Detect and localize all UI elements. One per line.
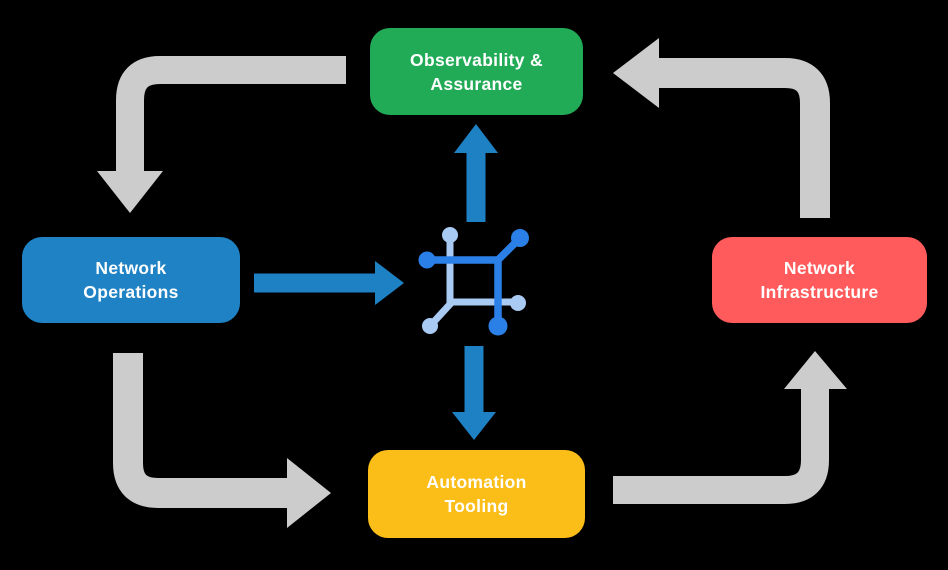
node-automation-tooling: Automation Tooling bbox=[368, 450, 585, 538]
node-label-line: Tooling bbox=[444, 496, 509, 516]
network-fabric-icon-dark-strokes bbox=[418, 229, 529, 336]
network-fabric-icon bbox=[418, 227, 529, 336]
arrow-center-to-observability bbox=[454, 124, 498, 222]
arrow-shaft bbox=[658, 58, 830, 218]
arrow-shaft bbox=[613, 389, 829, 504]
node-label-line: Network bbox=[95, 258, 167, 278]
arrow-head-right bbox=[287, 458, 331, 528]
arrow-shaft bbox=[113, 353, 288, 508]
arrow-operations-to-center bbox=[254, 261, 404, 305]
arrow-infrastructure-to-observability bbox=[613, 38, 830, 218]
arrow-head-down bbox=[452, 412, 496, 440]
node-label-line: Assurance bbox=[430, 73, 523, 94]
arrow-center-to-automation bbox=[452, 346, 496, 440]
arrow-head-left bbox=[613, 38, 659, 108]
network-fabric-icon-light-strokes bbox=[422, 227, 526, 334]
node-observability-assurance: Observability & Assurance bbox=[370, 28, 583, 115]
node-label-line: Network bbox=[783, 258, 856, 278]
node-network-infrastructure: Network Infrastructure bbox=[712, 237, 927, 323]
arrow-head-right bbox=[375, 261, 404, 305]
arrow-head-down bbox=[97, 171, 163, 213]
node-network-operations: Network Operations bbox=[22, 237, 240, 323]
arrow-operations-to-automation bbox=[113, 353, 331, 528]
node-label-line: Automation bbox=[426, 472, 527, 492]
arrow-shaft bbox=[116, 56, 346, 172]
node-label-line: Infrastructure bbox=[760, 282, 879, 302]
arrow-head-up bbox=[784, 351, 847, 389]
node-label-line: Operations bbox=[83, 282, 179, 302]
arrow-observability-to-operations bbox=[97, 56, 346, 213]
node-label-line: Observability & bbox=[410, 49, 543, 70]
arrow-head-up bbox=[454, 124, 498, 153]
arrow-automation-to-infrastructure bbox=[613, 351, 847, 504]
